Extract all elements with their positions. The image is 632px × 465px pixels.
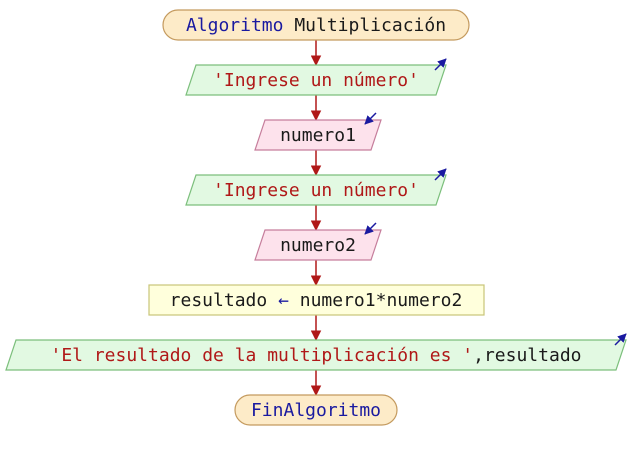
input-block: numero2	[254, 222, 382, 261]
process-block: resultado ← numero1*numero2	[148, 284, 485, 316]
end-label: FinAlgoritmo	[251, 400, 381, 421]
start-terminal: Algoritmo Multiplicación	[162, 9, 470, 41]
assignment-statement: resultado ← numero1*numero2	[170, 290, 463, 311]
output-block: 'Ingrese un número'	[185, 58, 447, 96]
input-variable: numero2	[280, 235, 356, 256]
output-text: 'Ingrese un número'	[213, 180, 419, 201]
output-arrow-icon	[614, 333, 627, 346]
input-variable: numero1	[280, 125, 356, 146]
assignment-target: resultado	[170, 290, 268, 311]
input-block: numero1	[254, 112, 382, 151]
output-block: 'Ingrese un número'	[185, 168, 447, 206]
start-keyword: Algoritmo	[186, 15, 284, 36]
start-label: Algoritmo Multiplicación	[186, 15, 446, 36]
output-string: 'El resultado de la multiplicación es '	[50, 345, 473, 366]
output-arrow-icon	[434, 168, 447, 181]
output-block: 'El resultado de la multiplicación es ',…	[5, 333, 627, 371]
algorithm-name: Multiplicación	[294, 15, 446, 36]
output-arrow-icon	[434, 58, 447, 71]
output-variable: ,resultado	[473, 345, 581, 366]
input-arrow-icon	[364, 222, 377, 235]
assignment-arrow: ←	[278, 290, 289, 311]
input-arrow-icon	[364, 112, 377, 125]
end-terminal: FinAlgoritmo	[234, 394, 398, 426]
assignment-expression: numero1*numero2	[300, 290, 463, 311]
output-text: 'El resultado de la multiplicación es ',…	[50, 345, 581, 366]
output-text: 'Ingrese un número'	[213, 70, 419, 91]
